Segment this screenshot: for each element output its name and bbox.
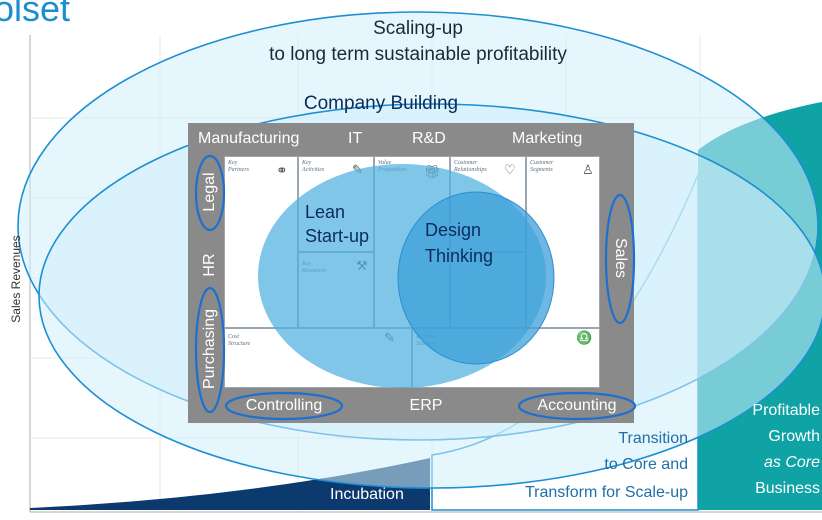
design-thinking-label-line1: Design	[425, 220, 482, 240]
company-building-label: Company Building	[303, 93, 459, 114]
function-marketing: Marketing	[512, 130, 583, 147]
key-partners-title: Key Partners	[228, 160, 249, 173]
lean-startup-label-line2: Start-up	[305, 226, 370, 246]
customer-segments-title: Customer Segments	[530, 160, 554, 173]
function-erp: ERP	[409, 397, 443, 414]
value-proposition-title: Value Proposition	[378, 160, 407, 173]
design-thinking-label-line2: Thinking	[425, 246, 494, 266]
person-sketch-icon: ♙	[582, 162, 594, 177]
canvas-key-partners: Key Partners	[224, 156, 298, 328]
phase-profitable-line4: Business	[755, 480, 820, 497]
business-model-canvas: Key Partners Key Activities Key Resource…	[224, 156, 600, 388]
activities-sketch-icon: ✎	[352, 162, 363, 177]
function-manufacturing: Manufacturing	[198, 130, 300, 147]
revenue-sketch-icon: ♎	[576, 330, 593, 345]
phase-profitable-line3: as Core	[763, 454, 820, 471]
y-axis-label: Sales Revenues	[9, 235, 23, 323]
function-rd: R&D	[412, 130, 446, 147]
incubation-wedge	[30, 458, 430, 510]
heart-sketch-icon: ♡	[504, 162, 516, 177]
phase-transition-line2: to Core and	[604, 456, 688, 473]
resources-sketch-icon: ⚒	[356, 258, 368, 273]
customer-relationships-title: Customer Relationships	[454, 160, 487, 173]
phase-transition-line3: Transform for Scale-up	[524, 484, 688, 501]
function-legal: Legal	[201, 172, 218, 212]
gift-sketch-icon: 🎁︎	[424, 164, 441, 179]
function-purchasing: Purchasing	[201, 308, 218, 390]
phase-profitable-line2: Growth	[768, 428, 820, 445]
cost-structure-title: Cost Structure	[228, 334, 251, 347]
revenue-streams-title: Revenue Streams	[416, 334, 437, 347]
cost-sketch-icon: ✎	[384, 330, 395, 345]
page-title-fragment: olset	[0, 0, 71, 29]
scaling-up-label-line1: Scaling-up	[373, 18, 463, 39]
key-activities-title: Key Activities	[302, 160, 325, 173]
function-accounting: Accounting	[537, 397, 617, 414]
lean-startup-label-line1: Lean	[305, 202, 346, 222]
phase-profitable-line1: Profitable	[752, 402, 820, 419]
function-it: IT	[348, 130, 363, 147]
canvas-customer-segments: Customer Segments	[526, 156, 600, 328]
canvas-value-proposition: Value Proposition	[374, 156, 450, 328]
partners-sketch-icon: ⚭	[276, 162, 288, 178]
function-sales: Sales	[612, 237, 629, 279]
function-hr: HR	[201, 253, 218, 277]
function-controlling: Controlling	[245, 397, 323, 414]
canvas-revenue-streams: Revenue Streams	[412, 328, 600, 388]
scaling-up-label-line2: to long term sustainable profitability	[269, 44, 567, 65]
phase-transition-line1: Transition	[618, 430, 688, 447]
phase-incubation: Incubation	[330, 486, 404, 503]
key-resources-title: Key Resources	[302, 261, 327, 274]
